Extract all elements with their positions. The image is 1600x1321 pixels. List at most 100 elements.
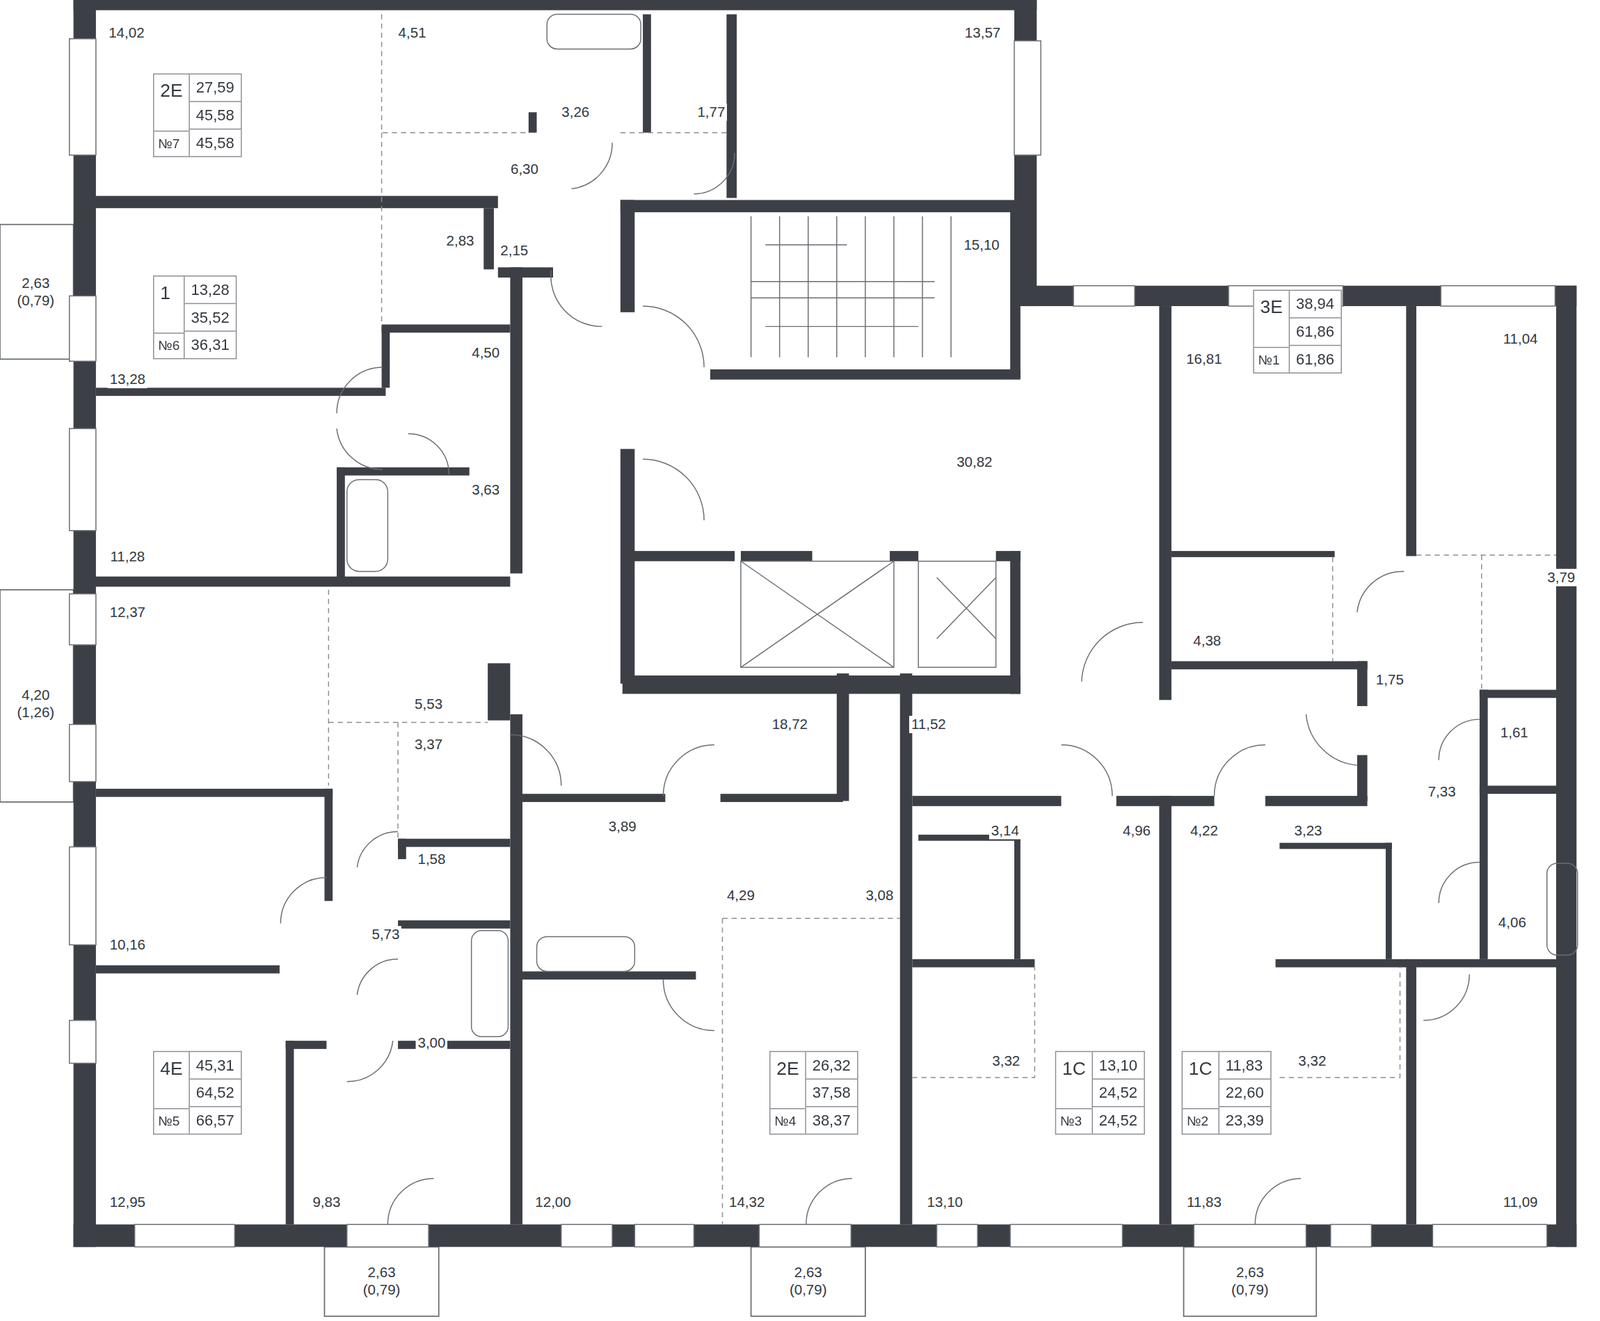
area-value: 23,39 bbox=[1219, 1107, 1271, 1134]
area-column: 26,3237,5838,37 bbox=[806, 1051, 858, 1134]
wall bbox=[912, 959, 1035, 968]
room-area: 4,29 bbox=[724, 886, 757, 905]
zone-line bbox=[912, 967, 1035, 1078]
window bbox=[69, 594, 96, 645]
wall bbox=[73, 1224, 1578, 1247]
bathtub bbox=[471, 930, 509, 1038]
apartment-type: 4Е bbox=[153, 1051, 189, 1109]
area-value: 37,58 bbox=[806, 1079, 858, 1108]
balcony bbox=[751, 1246, 866, 1317]
zone-line bbox=[1279, 967, 1400, 1078]
bathtub bbox=[347, 479, 389, 572]
wall bbox=[720, 793, 844, 803]
apartment-number: №6 bbox=[153, 332, 184, 359]
room-area: 3,26 bbox=[559, 103, 592, 122]
room-area: 14,32 bbox=[726, 1193, 767, 1211]
type-column: 1С№2 bbox=[1182, 1051, 1220, 1134]
room-area: 12,00 bbox=[532, 1193, 573, 1211]
room-area: 3,00 bbox=[416, 1034, 448, 1052]
wall bbox=[381, 324, 511, 333]
wall bbox=[75, 576, 511, 588]
wall bbox=[509, 714, 523, 1225]
room-area: 1,61 bbox=[1498, 724, 1531, 742]
apartment-info-box: 3Е№138,9461,8661,86 bbox=[1252, 290, 1342, 374]
balcony-area: 2,63 (0,79) bbox=[784, 1264, 833, 1299]
room-area: 3,37 bbox=[412, 736, 445, 754]
room-area: 6,30 bbox=[508, 160, 541, 179]
wall bbox=[642, 14, 652, 133]
wall bbox=[889, 550, 919, 562]
zone-line bbox=[381, 14, 727, 327]
apartment-info-box: 1С№211,8322,6023,39 bbox=[1181, 1051, 1271, 1135]
lift-cross bbox=[740, 561, 894, 668]
area-value: 45,58 bbox=[189, 102, 241, 131]
area-value: 35,52 bbox=[185, 304, 236, 332]
wall bbox=[1479, 690, 1488, 960]
lift-cross bbox=[937, 577, 997, 639]
wall bbox=[483, 208, 494, 270]
window bbox=[69, 38, 96, 156]
room-area: 16,81 bbox=[1184, 350, 1224, 368]
wall bbox=[528, 112, 538, 133]
wall bbox=[1405, 959, 1417, 1225]
wall bbox=[1279, 843, 1392, 850]
apartment-type: 2Е bbox=[153, 74, 189, 131]
type-column: 3Е№1 bbox=[1254, 290, 1290, 373]
stair-arrow bbox=[765, 244, 919, 327]
wall bbox=[336, 467, 346, 580]
wall bbox=[522, 971, 696, 980]
room-area: 3,32 bbox=[1296, 1052, 1328, 1070]
room-area: 30,82 bbox=[954, 453, 995, 471]
room-area: 13,57 bbox=[962, 23, 1003, 42]
zone-line bbox=[1332, 555, 1557, 691]
room-area: 3,23 bbox=[1292, 822, 1325, 840]
zone-line bbox=[328, 589, 488, 839]
room-area: 4,22 bbox=[1188, 822, 1221, 840]
wall bbox=[397, 838, 407, 860]
room-area: 11,52 bbox=[909, 715, 949, 734]
wall bbox=[509, 267, 523, 574]
window bbox=[1010, 1224, 1123, 1247]
window bbox=[758, 1224, 851, 1247]
window bbox=[1073, 285, 1135, 307]
room-area: 3,14 bbox=[989, 822, 1022, 840]
area-value: 66,57 bbox=[189, 1107, 241, 1134]
wall bbox=[1171, 661, 1368, 670]
area-value: 26,32 bbox=[806, 1051, 858, 1080]
area-value: 61,86 bbox=[1289, 318, 1341, 347]
wall bbox=[1357, 661, 1368, 707]
bathtub bbox=[537, 937, 636, 972]
wall bbox=[836, 673, 850, 801]
area-value: 45,58 bbox=[189, 129, 241, 156]
area-value: 38,37 bbox=[806, 1107, 858, 1134]
wall bbox=[1010, 208, 1021, 378]
apartment-number: №4 bbox=[770, 1108, 805, 1134]
room-area: 1,75 bbox=[1373, 670, 1406, 688]
room-area: 13,28 bbox=[107, 370, 148, 389]
room-area: 2,83 bbox=[444, 232, 477, 250]
room-area: 11,28 bbox=[107, 548, 147, 566]
wall bbox=[1171, 550, 1335, 558]
room-area: 15,10 bbox=[961, 236, 1002, 254]
wall bbox=[336, 467, 470, 476]
room-area: 2,15 bbox=[498, 242, 531, 260]
wall bbox=[726, 14, 737, 199]
wall bbox=[397, 920, 510, 929]
window bbox=[69, 295, 96, 362]
apartment-number: №7 bbox=[153, 130, 189, 157]
room-area: 5,73 bbox=[370, 925, 403, 944]
wall bbox=[1416, 959, 1559, 968]
window bbox=[1330, 1224, 1372, 1247]
door-swing bbox=[280, 142, 1480, 1225]
apartment-info-box: 2Е№727,5945,5845,58 bbox=[153, 73, 242, 158]
window bbox=[1014, 41, 1041, 156]
room-area: 4,96 bbox=[1120, 822, 1153, 840]
area-value: 24,52 bbox=[1092, 1107, 1144, 1134]
window bbox=[561, 1224, 613, 1247]
area-column: 13,1024,5224,52 bbox=[1092, 1051, 1144, 1134]
wall bbox=[1014, 834, 1021, 960]
room-area: 12,37 bbox=[107, 603, 148, 622]
room-area: 11,04 bbox=[1501, 330, 1541, 348]
room-area: 4,06 bbox=[1496, 914, 1529, 932]
room-area: 3,63 bbox=[469, 481, 502, 499]
